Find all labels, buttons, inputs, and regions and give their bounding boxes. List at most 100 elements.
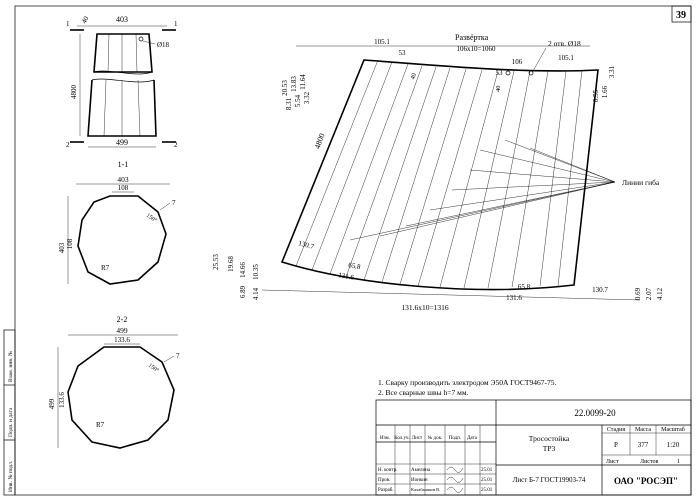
holes-label: 2 отв. Ø18	[548, 39, 581, 48]
dev-left-dim: 20.53	[281, 80, 289, 96]
dev-left-dim: 8.31	[285, 97, 293, 110]
tb-col-header: Подп.	[449, 436, 461, 441]
development-outline	[280, 59, 599, 291]
section-1-angle: 150°	[145, 212, 159, 225]
signature	[446, 476, 464, 483]
tb-mass-header: Масса	[635, 427, 651, 433]
tb-scale: 1:20	[667, 441, 680, 449]
dev-left-dim: 3.32	[303, 91, 311, 104]
section-1-dim-flat: 108	[118, 184, 129, 192]
dev-bottom-dim-6: 65.8	[518, 283, 531, 291]
tb-sheets-label: Листов	[640, 459, 658, 465]
section-2-title: 2-2	[117, 315, 128, 324]
note-2: 2. Все сварные швы h=7 мм.	[378, 388, 469, 397]
section-2-dim-side: 133.6	[58, 392, 66, 408]
product-name: Тросостойка	[529, 434, 570, 443]
front-view: 403 40 Ø18 4800 499 1 1 2 2	[66, 15, 178, 149]
tb-role: Н. контр.	[378, 468, 397, 473]
company-name: ОАО "РОСЭП"	[614, 476, 678, 486]
dev-br-dim: 2.07	[645, 287, 653, 300]
tb-person: Амелина	[411, 468, 431, 473]
section-1-dim-side: 108	[66, 238, 74, 249]
dev-top-angle-2: 40	[495, 86, 502, 93]
tb-stage: Р	[614, 441, 618, 449]
section-1-dim-width: 403	[117, 175, 129, 184]
tb-role: Пров.	[378, 478, 390, 483]
front-dim-top: 403	[116, 15, 128, 24]
section-2-thickness: 7	[176, 352, 180, 360]
signature	[446, 486, 464, 493]
tb-stage-header: Стадия	[607, 427, 626, 433]
tb-role: Разраб.	[378, 488, 394, 493]
note-1: 1. Сварку производить электродом Э50А ГО…	[378, 378, 556, 387]
dev-bl-dim: 14.66	[239, 262, 247, 278]
bend-lines-label: Линии гиба	[622, 178, 660, 187]
tb-sheet-label: Лист	[606, 459, 619, 465]
dev-top-dim-6: 105.1	[558, 54, 574, 62]
dev-br-dim: 4.12	[656, 287, 664, 300]
side-label-replace: Взам. инв. №	[8, 351, 14, 382]
tb-scale-header: Масштаб	[661, 426, 685, 433]
dev-length: 4800	[313, 132, 327, 150]
doc-number: 22.0099-20	[574, 408, 616, 418]
section-mark-2-right: 2	[174, 141, 178, 149]
tb-date: 25.01	[481, 478, 493, 483]
dev-bottom-dim-3: 131.6	[338, 271, 355, 282]
signature	[446, 466, 464, 473]
dev-bl-dim: 4.14	[252, 287, 260, 300]
dev-left-dim: 5.54	[294, 94, 302, 107]
section-2-dim-width: 499	[116, 326, 128, 335]
section-2-angle: 150°	[147, 362, 161, 375]
tb-date: 25.01	[481, 488, 493, 493]
section-2-dim-flat: 133.6	[114, 336, 130, 344]
section-1-thickness: 7	[172, 199, 176, 207]
material: Лист Б-7 ГОСТ19903-74	[513, 476, 586, 484]
sheet-number: 39	[676, 10, 686, 21]
dev-top-angle-1: 40	[409, 72, 418, 81]
tb-col-header: Лист	[412, 436, 423, 441]
sheet-frame	[14, 5, 692, 496]
dev-bl-dim: 25.53	[212, 254, 220, 270]
dev-bottom-dim-4: 131.6x10=1316	[401, 303, 449, 312]
hole-marker	[505, 70, 511, 76]
dev-right-dim: 3.31	[608, 65, 616, 78]
dev-top-dim-2: 53	[399, 49, 407, 57]
dev-left-dims: 20.53 13.83 11.64 8.31 5.54 3.32	[281, 74, 311, 110]
tb-sheets: 1	[677, 459, 680, 465]
section-2-radius: R7	[96, 421, 105, 429]
dev-right-dim: 0.55	[592, 89, 600, 102]
dev-bottom-dim-7: 130.7	[592, 286, 608, 294]
dev-bottom-dim-1: 130.7	[297, 239, 315, 251]
bend-leaders	[349, 139, 616, 241]
tb-col-header: Изм.	[380, 436, 390, 441]
section-2-2: 2-2 499 133.6 499 133.6 150° 7 R7	[48, 315, 180, 449]
tb-col-header: № док.	[428, 435, 443, 441]
side-label-sign: Подп. и дата	[8, 407, 14, 437]
section-1-title: 1-1	[118, 160, 129, 169]
dev-bl-dim: 19.68	[227, 256, 235, 272]
tb-person: Калабашкин В.	[411, 487, 440, 492]
dev-left-dim: 11.64	[299, 74, 307, 90]
tb-col-header: Дата	[467, 436, 478, 441]
dev-bottom-dim-5: 131.6	[506, 294, 522, 302]
front-dim-height: 4800	[70, 85, 78, 100]
section-1-dim-height: 403	[58, 242, 66, 253]
side-stamp: Инв. № подл. Подп. и дата Взам. инв. №	[3, 329, 16, 496]
dev-bottom-dim-2: 65.8	[348, 261, 362, 271]
tb-date: 25.01	[481, 468, 493, 473]
dev-top-dim-1: 105.1	[374, 38, 390, 46]
section-mark-1-left: 1	[66, 20, 70, 28]
dev-bottom-right-dims: 0.69 2.07 4.12	[634, 287, 664, 300]
tb-mass: 377	[638, 441, 649, 449]
dev-left-dim: 13.83	[290, 76, 298, 92]
front-dim-offset: 40	[80, 15, 91, 25]
section-mark-2-left: 2	[66, 141, 70, 149]
side-label-inv: Инв. № подл.	[8, 460, 14, 492]
section-mark-1-right: 1	[174, 20, 178, 28]
dev-top-dim-3: 106x10=1060	[457, 45, 496, 53]
development-title: Развёртка	[455, 33, 489, 42]
hole-marker	[528, 70, 534, 76]
dev-bl-dim: 10.35	[252, 264, 260, 280]
front-hole-label: Ø18	[157, 41, 170, 49]
